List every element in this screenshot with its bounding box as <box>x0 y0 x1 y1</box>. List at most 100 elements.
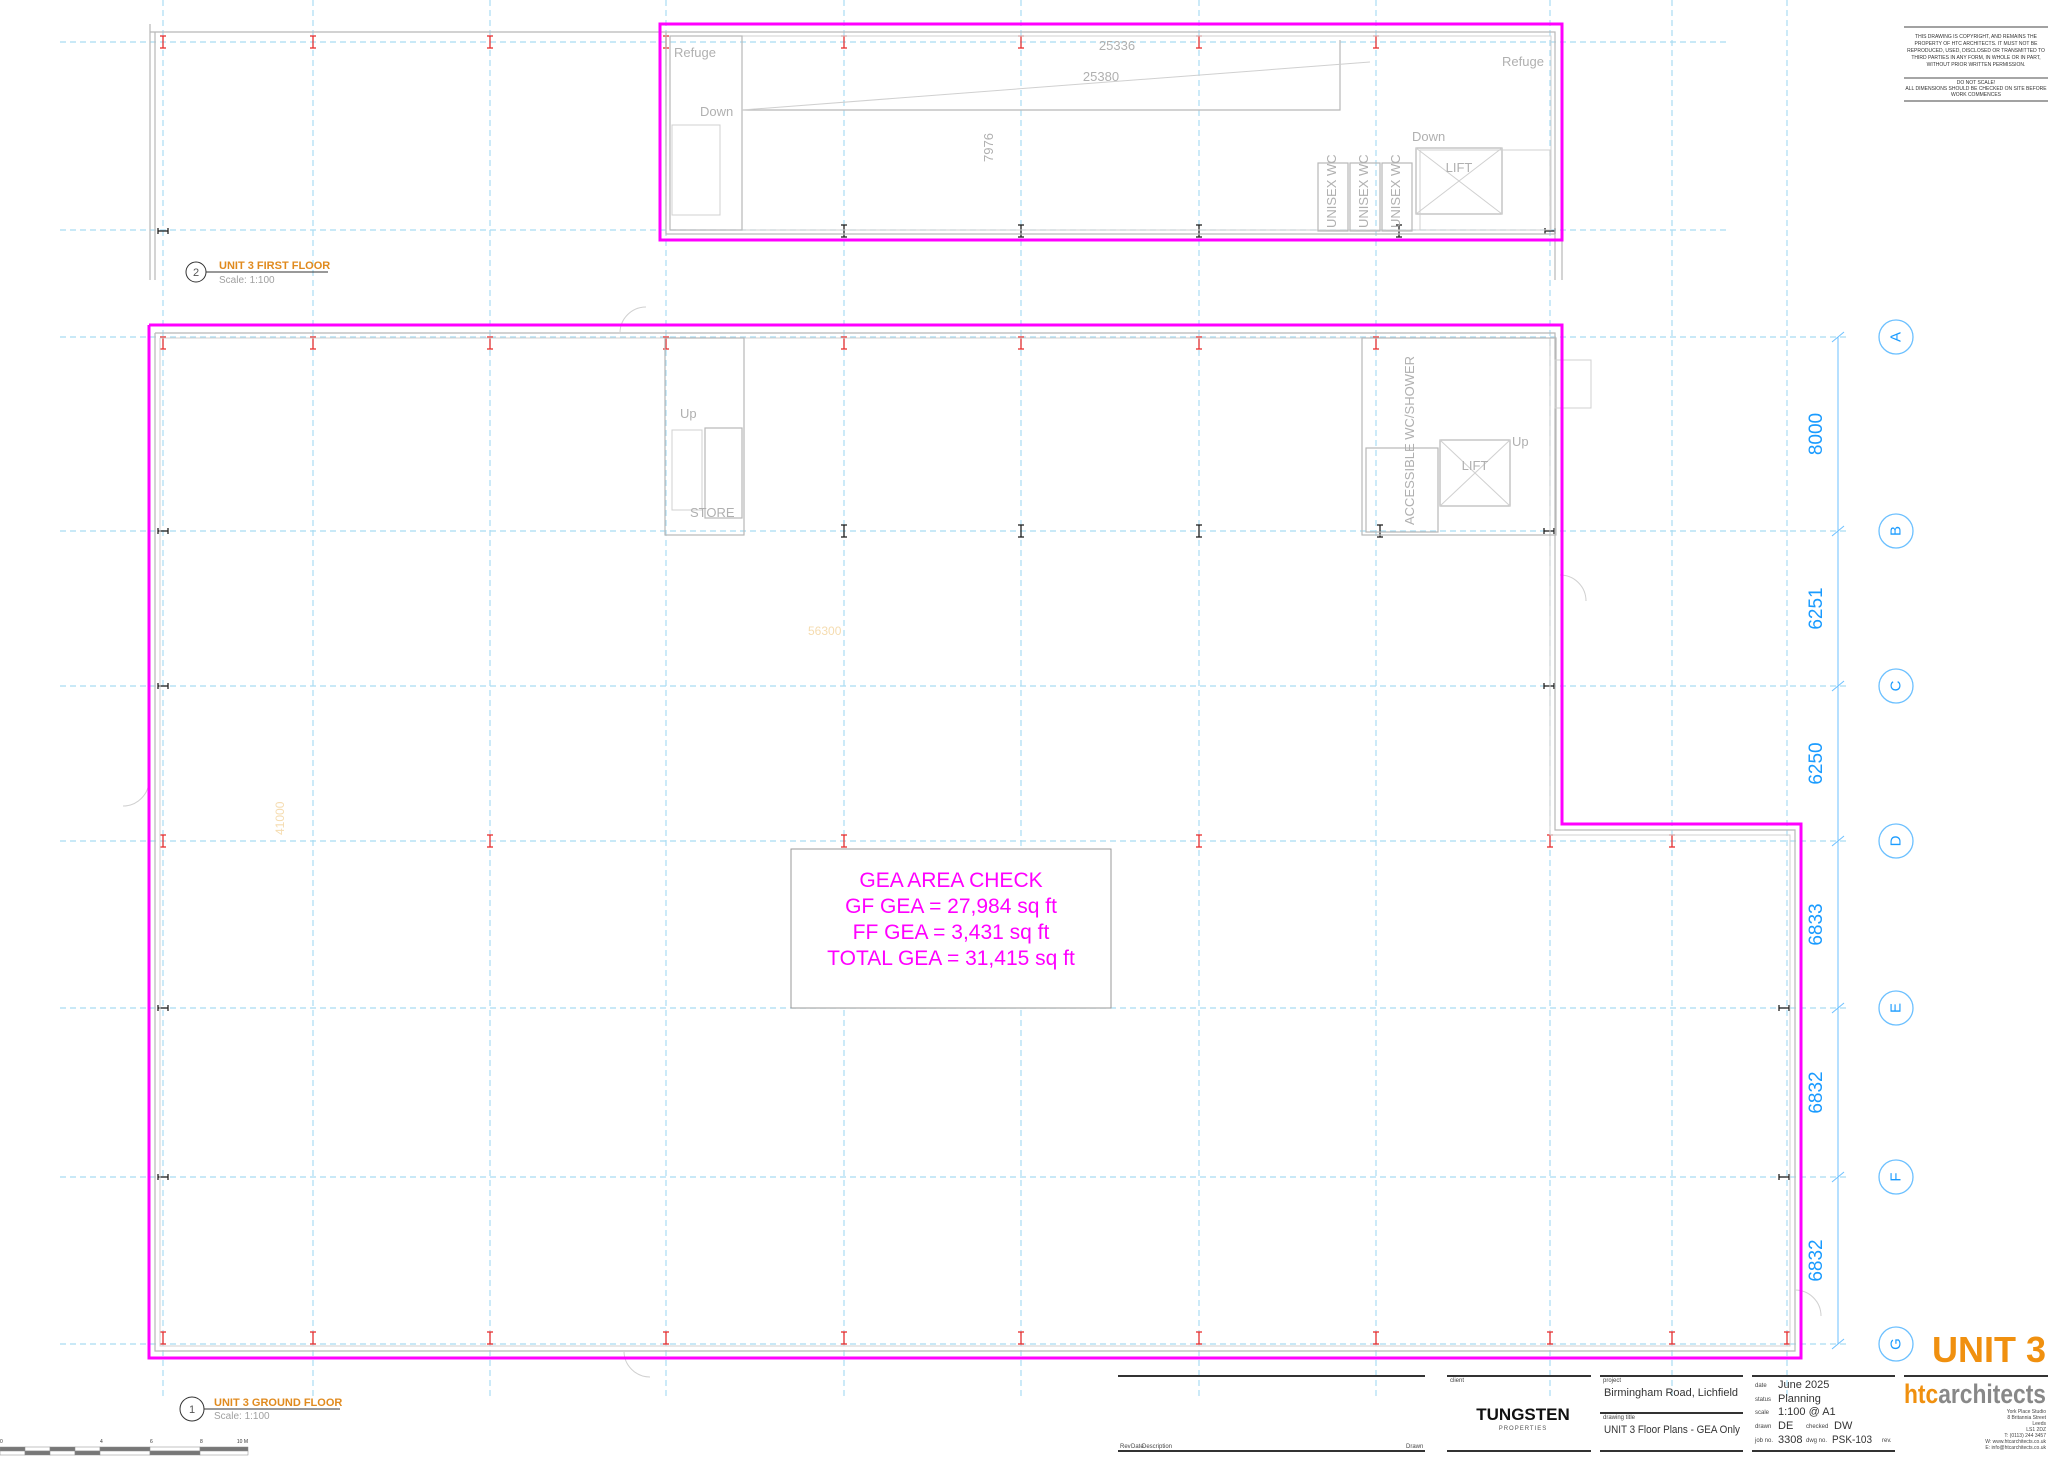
grid-bubble <box>1878 1159 1914 1195</box>
column-marker <box>841 1331 847 1345</box>
drawing-title: UNIT 3 Floor Plans - GEA Only <box>1604 1424 1740 1436</box>
dimension-tick <box>1831 1171 1845 1183</box>
job-label: job no. <box>1754 1438 1773 1444</box>
unit-badge: UNIT 3 <box>1932 1329 2046 1370</box>
column-marker <box>1778 1005 1790 1011</box>
date-label: date <box>1755 1383 1767 1389</box>
label-number: 1 <box>189 1404 195 1416</box>
dimension-tick <box>1831 680 1845 692</box>
date-value: June 2025 <box>1778 1379 1829 1391</box>
first-floor-gea-outline <box>658 22 1564 242</box>
drawn-value: DE <box>1778 1420 1793 1432</box>
column-marker <box>1373 336 1379 350</box>
faint-dimension: 56300 <box>808 624 842 638</box>
scale-bar-tick: 10 M <box>237 1439 248 1445</box>
copyright-note: PROPERTY OF HTC ARCHITECTS. IT MUST NOT … <box>1915 41 2039 47</box>
grid-dimension: 6832 <box>1806 1071 1827 1113</box>
grid-dimension: 6250 <box>1806 742 1827 784</box>
column-marker <box>487 834 493 848</box>
rev-header: Rev <box>1120 1444 1131 1450</box>
dimension-tick <box>1831 1338 1845 1350</box>
gea-title: GEA AREA CHECK <box>859 869 1042 892</box>
column-marker <box>1196 834 1202 848</box>
grid-bubble <box>1878 990 1914 1026</box>
scale-bar-segment <box>149 1446 201 1452</box>
ff-gea-value: FF GEA = 3,431 sq ft <box>853 921 1050 944</box>
address-line: 8 Britannia Street <box>2007 1415 2046 1421</box>
column-marker <box>1196 224 1202 238</box>
column-marker <box>487 336 493 350</box>
ground-floor-plan: Up STORE ACCESSIBLE WC/SHOWER LIFT Up 56… <box>122 306 1822 1378</box>
job-value: 3308 <box>1778 1434 1802 1446</box>
column-markers <box>157 35 1790 1345</box>
scale-warning-note: ALL DIMENSIONS SHOULD BE CHECKED ON SITE… <box>1905 86 2047 92</box>
grid-bubble <box>1878 513 1914 549</box>
scale-bar-segment <box>199 1446 249 1452</box>
scale-bar-segment <box>74 1446 101 1452</box>
column-marker <box>663 336 669 350</box>
column-marker <box>841 224 847 238</box>
grid-bubble <box>1878 1326 1914 1362</box>
column-marker <box>1196 1331 1202 1345</box>
client-label: client <box>1450 1378 1464 1384</box>
lift-label: LIFT <box>1446 160 1473 175</box>
ground-floor-scale: Scale: 1:100 <box>214 1411 270 1422</box>
grid-label-A: A <box>1888 332 1905 342</box>
scale-bar-segment <box>0 1450 26 1456</box>
description-header: Description <box>1142 1444 1172 1450</box>
scale-value: 1:100 @ A1 <box>1778 1406 1836 1418</box>
grid-bubble <box>1878 668 1914 704</box>
scale-bar-tick: 4 <box>100 1439 103 1445</box>
dimension-tick <box>1831 835 1845 847</box>
column-marker <box>160 336 166 350</box>
column-marker <box>1669 1331 1675 1345</box>
column-marker <box>1543 528 1555 534</box>
title-block: Rev Date Description Drawn client TUNGST… <box>1118 1329 2048 1452</box>
wc-label: UNISEX WC <box>1356 154 1371 228</box>
dimension-tick <box>1831 331 1845 343</box>
column-marker <box>1196 524 1202 538</box>
scale-bar-segment <box>199 1450 249 1456</box>
first-floor-title: UNIT 3 FIRST FLOOR <box>219 260 330 272</box>
refuge-left-label: Refuge <box>674 45 716 60</box>
column-marker <box>1018 224 1024 238</box>
column-marker <box>1018 336 1024 350</box>
down-left-label: Down <box>700 104 733 119</box>
copyright-note: THIS DRAWING IS COPYRIGHT, AND REMAINS T… <box>1915 34 2038 40</box>
first-floor-scale: Scale: 1:100 <box>219 275 275 286</box>
project-label: project <box>1603 1378 1621 1384</box>
dimension-tick <box>1831 1002 1845 1014</box>
drawing-notes: THIS DRAWING IS COPYRIGHT, AND REMAINS T… <box>1904 26 2048 102</box>
column-marker <box>487 1331 493 1345</box>
column-marker <box>841 336 847 350</box>
ground-floor-label: 1 UNIT 3 GROUND FLOOR Scale: 1:100 <box>179 1396 342 1422</box>
column-marker <box>310 1331 316 1345</box>
grid-label-C: C <box>1888 680 1905 691</box>
grid-dimension: 6251 <box>1806 587 1827 629</box>
address-line: T: (0113) 244 3457 <box>2004 1433 2046 1439</box>
grid-dimension: 8000 <box>1806 413 1827 455</box>
dimension-text: 25336 <box>1099 38 1135 53</box>
scale-bar-tick: 6 <box>150 1439 153 1445</box>
rev-label: rev. <box>1882 1438 1892 1444</box>
refuge-right-label: Refuge <box>1502 54 1544 69</box>
status-value: Planning <box>1778 1393 1821 1405</box>
grid-label-B: B <box>1888 526 1905 536</box>
dwg-label: dwg no. <box>1806 1438 1827 1444</box>
column-marker <box>310 336 316 350</box>
project-name: Birmingham Road, Lichfield <box>1604 1387 1738 1399</box>
column-marker <box>310 35 316 49</box>
drawn-label: drawn <box>1755 1424 1771 1430</box>
address-line: LS1 2DZ <box>2026 1427 2046 1433</box>
structural-grid <box>60 0 1850 1400</box>
grid-bubble <box>1878 823 1914 859</box>
column-marker <box>1784 1331 1790 1345</box>
logo-htc: htc <box>1904 1379 1938 1409</box>
htc-logo: htcarchitects <box>1904 1379 2046 1409</box>
scale-bar-tick: 0 <box>0 1439 3 1445</box>
column-marker <box>1778 1174 1790 1180</box>
column-marker <box>160 834 166 848</box>
gea-area-check-box: GEA AREA CHECK GF GEA = 27,984 sq ft FF … <box>790 848 1112 1009</box>
